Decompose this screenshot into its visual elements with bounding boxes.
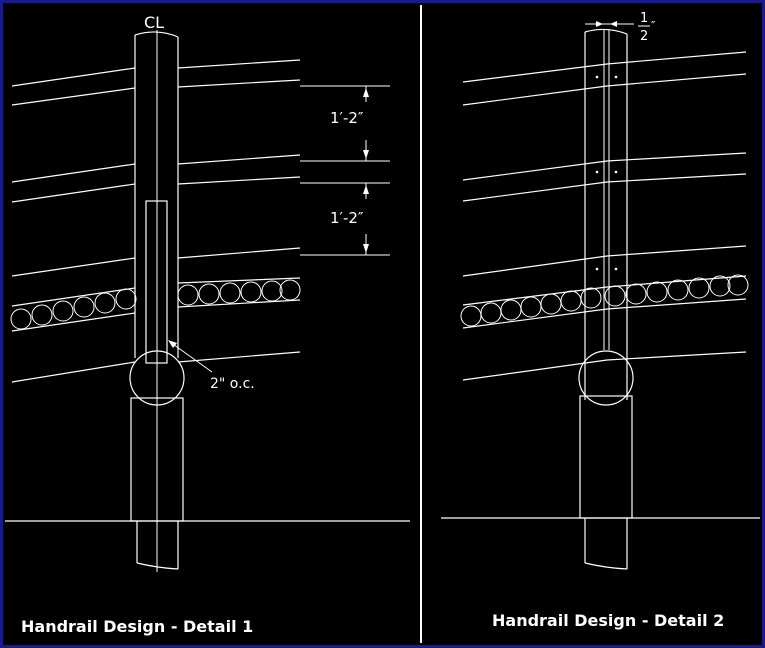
post-ball-2 <box>578 350 634 406</box>
baluster-row-left <box>10 288 137 330</box>
rail-lines-left-2 <box>462 63 608 381</box>
detail-1: CL 1′-2″ 1′-2″ 2" o.c. <box>5 13 410 572</box>
gap-denominator: 2 <box>640 29 648 44</box>
detail-1-title: Handrail Design - Detail 1 <box>21 617 254 636</box>
gap-unit: ″ <box>651 19 656 33</box>
rail-lines-left <box>11 67 136 383</box>
centerline-label: CL <box>144 13 164 32</box>
baluster-row-2 <box>460 274 749 327</box>
rail-lines-right <box>177 59 301 363</box>
post-2 <box>578 28 634 570</box>
post <box>129 30 185 572</box>
post-base-2 <box>579 395 633 519</box>
dimension-upper-label: 1′-2″ <box>330 109 364 127</box>
dimension-lower-label: 1′-2″ <box>330 209 364 227</box>
spacing-note: 2" o.c. <box>210 376 255 392</box>
detail-2-title: Handrail Design - Detail 2 <box>492 611 725 630</box>
post-base <box>130 397 184 522</box>
gap-dimension <box>585 21 634 27</box>
rail-lines-right-2 <box>606 51 747 361</box>
detail-2: 1 2 ″ <box>441 11 760 570</box>
baluster-row-right <box>177 279 301 306</box>
post-ball <box>129 350 185 406</box>
spacing-leader <box>169 341 213 373</box>
dimension-lines <box>300 85 390 256</box>
gap-numerator: 1 <box>640 11 648 26</box>
